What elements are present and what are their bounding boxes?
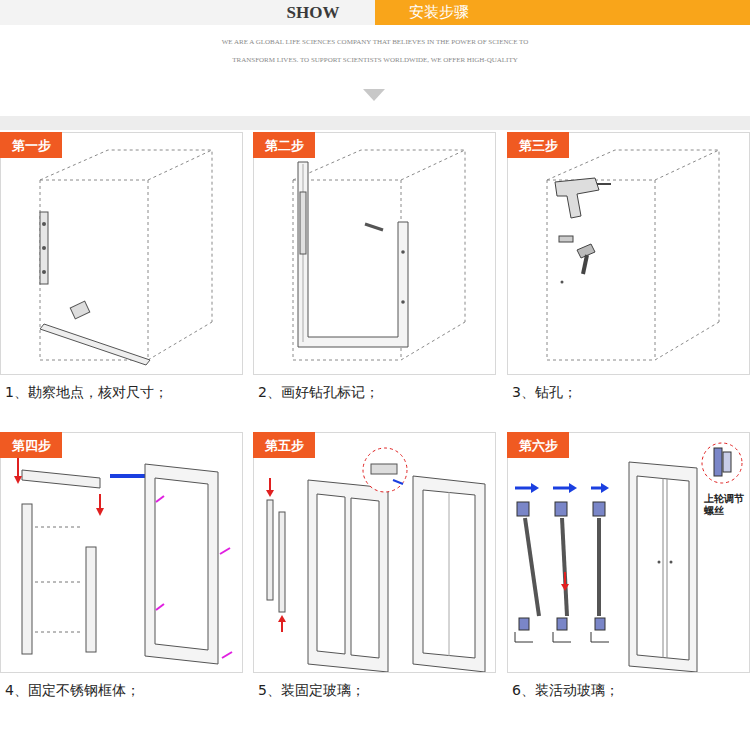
section-tab: 安装步骤 (375, 0, 750, 25)
sliding-glass-figure (515, 443, 742, 672)
step-tab: 第六步 (507, 432, 569, 458)
step-panel: 3、钻孔；第三步 (507, 132, 750, 375)
grey-band (0, 116, 750, 130)
step-panel: 1、勘察地点，核对尺寸；第一步 (0, 132, 243, 375)
step-label: 第一步 (0, 137, 62, 155)
step-panel: 6、装活动玻璃；第六步 (507, 432, 750, 673)
step-tab: 第一步 (0, 132, 62, 158)
step-caption: 1、勘察地点，核对尺寸； (5, 384, 168, 402)
step-label: 第六步 (507, 437, 569, 455)
tagline-text: WE ARE A GLOBAL LIFE SCIENCES COMPANY TH… (210, 33, 540, 69)
step-caption: 2、画好钻孔标记； (258, 384, 379, 402)
step-tab: 第五步 (253, 432, 315, 458)
down-chevron (363, 89, 385, 101)
survey-figure (40, 150, 212, 365)
step-tab: 第四步 (0, 432, 62, 458)
step-panel: 5、装固定玻璃；第五步 (253, 432, 496, 673)
step-caption: 3、钻孔； (512, 384, 577, 402)
marking-figure (293, 150, 465, 360)
fixed-glass-figure (266, 448, 485, 672)
step-label: 第二步 (253, 137, 315, 155)
step-caption: 6、装活动玻璃； (512, 682, 619, 700)
step-panel: 4、固定不锈钢框体；第四步 (0, 432, 243, 673)
header-band: SHOW 安装步骤 (0, 0, 750, 25)
step-label: 第五步 (253, 437, 315, 455)
step-caption: 5、装固定玻璃； (258, 682, 365, 700)
step-panel: 2、画好钻孔标记；第二步 (253, 132, 496, 375)
frame-assembly-figure (14, 458, 232, 664)
step-caption: 4、固定不锈钢框体； (5, 682, 140, 700)
callout-label: 上轮调节 螺丝 (704, 493, 746, 517)
step-tab: 第三步 (507, 132, 569, 158)
drilling-figure (547, 150, 719, 360)
heading-text: SHOW (282, 3, 344, 23)
step-label: 第四步 (0, 437, 62, 455)
step-label: 第三步 (507, 137, 569, 155)
heading-text: 安装步骤 (409, 3, 469, 22)
step-tab: 第二步 (253, 132, 315, 158)
